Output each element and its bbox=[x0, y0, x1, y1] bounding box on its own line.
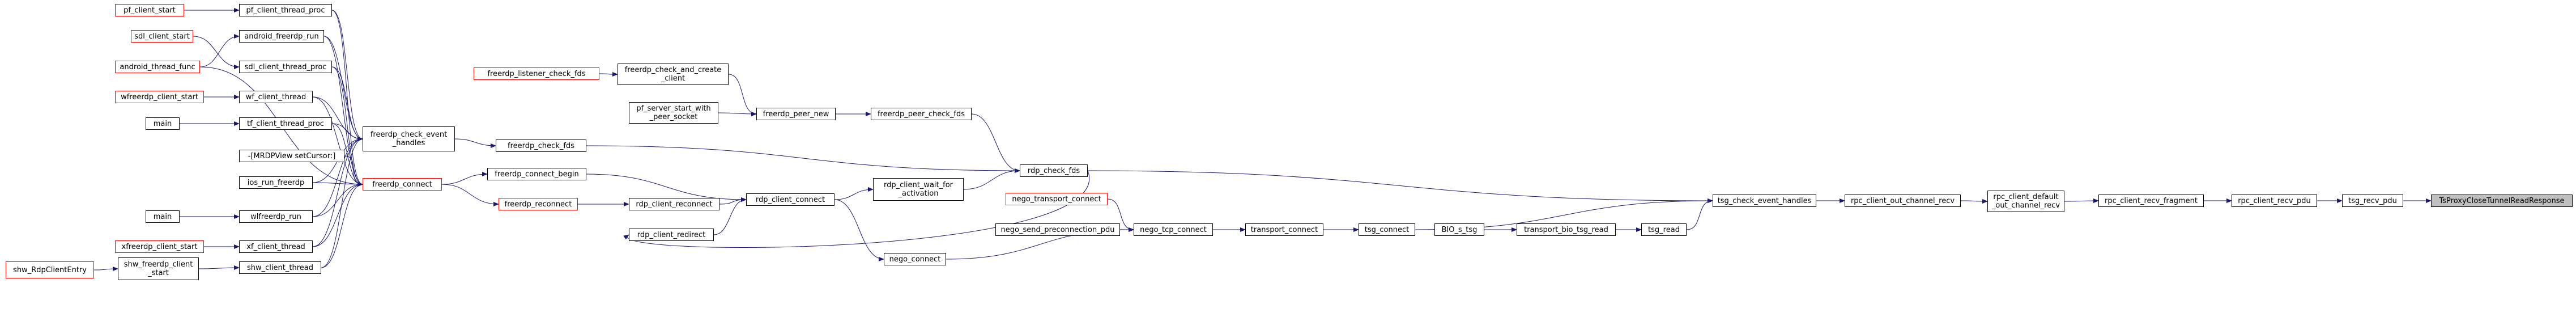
node-sdl-client-thread-proc[interactable]: sdl_client_thread_proc bbox=[239, 61, 332, 73]
node-rdp-client-reconnect[interactable]: rdp_client_reconnect bbox=[629, 198, 719, 210]
edge-android-thread-func-to-android-freerdp-run bbox=[199, 34, 240, 67]
edge-shw-rdpcliententry-to-shw-freerdp-client-start bbox=[93, 267, 118, 272]
edge-rdp-client-wait-for-activation-to-rdp-check-fds bbox=[963, 168, 1020, 190]
node-wlfreerdp-run[interactable]: wlfreerdp_run bbox=[239, 210, 313, 223]
node-freerdp-reconnect[interactable]: freerdp_reconnect bbox=[499, 198, 578, 210]
node-main-1[interactable]: main bbox=[146, 117, 180, 130]
node-tsg-recv-pdu[interactable]: tsg_recv_pdu bbox=[2342, 195, 2403, 207]
edge-freerdp-connect-begin-to-rdp-client-connect bbox=[586, 174, 747, 202]
node-freerdp-peer-new[interactable]: freerdp_peer_new bbox=[756, 108, 836, 120]
node-nego-send-preconnection-pdu[interactable]: nego_send_preconnection_pdu bbox=[995, 223, 1120, 236]
node-tsproxyclosetunnelreadresponse: TsProxyCloseTunnelReadResponse bbox=[2431, 195, 2573, 207]
edge-sdl-client-thread-proc-to-freerdp-connect bbox=[331, 66, 363, 187]
edge-freerdp-connect-to-freerdp-reconnect bbox=[441, 184, 499, 206]
node-main-2[interactable]: main bbox=[146, 210, 180, 223]
node-nego-tcp-connect[interactable]: nego_tcp_connect bbox=[1134, 223, 1213, 236]
edge-sdl-client-start-to-sdl-client-thread-proc bbox=[193, 36, 240, 69]
edge-freerdp-check-event-handles-to-freerdp-check-fds bbox=[454, 138, 496, 148]
edge-shw-freerdp-client-start-to-shw-client-thread bbox=[198, 265, 240, 270]
edge-rdp-client-connect-to-nego-connect bbox=[834, 199, 884, 261]
edge-xf-client-thread-to-freerdp-connect bbox=[312, 182, 363, 247]
edge-tf-client-thread-proc-to-freerdp-connect bbox=[331, 123, 363, 187]
node-pf-client-thread-proc[interactable]: pf_client_thread_proc bbox=[239, 4, 332, 16]
node-freerdp-connect[interactable]: freerdp_connect bbox=[363, 178, 442, 191]
node-wfreerdp-client-start[interactable]: wfreerdp_client_start bbox=[115, 91, 204, 103]
node-rdp-client-connect[interactable]: rdp_client_connect bbox=[746, 193, 834, 206]
node-pf-server-start-with-peer-socket[interactable]: pf_server_start_with _peer_socket bbox=[629, 102, 718, 124]
node-nego-connect[interactable]: nego_connect bbox=[884, 253, 946, 265]
edge-sdl-client-thread-proc-to-freerdp-check-event-handles bbox=[331, 66, 363, 141]
node-android-freerdp-run[interactable]: android_freerdp_run bbox=[239, 30, 324, 43]
node-rdp-client-redirect[interactable]: rdp_client_redirect bbox=[629, 229, 714, 241]
node-nego-transport-connect[interactable]: nego_transport_connect bbox=[1006, 193, 1108, 205]
node-mrdp-setcursor[interactable]: -[MRDPView setCursor:] bbox=[239, 150, 344, 162]
node-tf-client-thread-proc[interactable]: tf_client_thread_proc bbox=[239, 117, 332, 130]
node-rdp-check-fds[interactable]: rdp_check_fds bbox=[1020, 164, 1088, 177]
edge-pf-client-thread-proc-to-freerdp-connect bbox=[331, 10, 363, 187]
node-sdl-client-start[interactable]: sdl_client_start bbox=[131, 30, 193, 43]
node-shw-freerdp-client-start[interactable]: shw_freerdp_client _start bbox=[118, 257, 199, 280]
edge-tsg-read-to-tsg-check-event-handles bbox=[1686, 198, 1713, 230]
edge-xf-client-thread-to-freerdp-check-event-handles bbox=[312, 137, 363, 247]
node-freerdp-check-fds[interactable]: freerdp_check_fds bbox=[496, 140, 586, 152]
node-freerdp-check-event-handles[interactable]: freerdp_check_event _handles bbox=[363, 126, 455, 151]
edge-wlfreerdp-run-to-freerdp-check-event-handles bbox=[312, 137, 363, 217]
node-android-thread-func[interactable]: android_thread_func bbox=[115, 61, 200, 73]
edge-freerdp-check-fds-to-rdp-check-fds bbox=[586, 145, 1020, 173]
node-freerdp-peer-check-fds[interactable]: freerdp_peer_check_fds bbox=[871, 108, 972, 120]
node-tsg-check-event-handles[interactable]: tsg_check_event_handles bbox=[1713, 195, 1816, 207]
edge-pf-server-start-with-peer-socket-to-freerdp-peer-new bbox=[718, 111, 757, 116]
edge-freerdp-connect-to-freerdp-connect-begin bbox=[441, 172, 488, 185]
node-freerdp-listener-check-fds[interactable]: freerdp_listener_check_fds bbox=[474, 67, 599, 80]
node-tsg-read[interactable]: tsg_read bbox=[1641, 223, 1687, 236]
node-shw-client-thread[interactable]: shw_client_thread bbox=[239, 261, 321, 274]
edge-wf-client-thread-to-freerdp-connect bbox=[312, 96, 363, 187]
node-freerdp-check-and-create-client[interactable]: freerdp_check_and_create _client bbox=[618, 64, 729, 85]
node-rpc-client-default-out-channel-recv[interactable]: rpc_client_default _out_channel_recv bbox=[1987, 191, 2064, 212]
edge-ios-run-freerdp-to-freerdp-connect bbox=[312, 181, 363, 187]
edge-shw-client-thread-to-freerdp-connect bbox=[321, 182, 363, 268]
node-rpc-client-recv-fragment[interactable]: rpc_client_recv_fragment bbox=[2098, 195, 2204, 207]
node-tsg-connect[interactable]: tsg_connect bbox=[1359, 223, 1415, 236]
node-rpc-client-recv-pdu[interactable]: rpc_client_recv_pdu bbox=[2232, 195, 2317, 207]
edge-wlfreerdp-run-to-freerdp-connect bbox=[312, 182, 363, 217]
edge-rdp-client-redirect-to-rdp-client-connect bbox=[713, 197, 747, 235]
node-ios-run-freerdp[interactable]: ios_run_freerdp bbox=[239, 176, 313, 189]
node-shw-rdpcliententry[interactable]: shw_RdpClientEntry bbox=[6, 261, 94, 278]
edge-freerdp-check-and-create-client-to-freerdp-peer-new bbox=[728, 74, 757, 116]
edge-rdp-client-connect-to-rdp-client-wait-for-activation bbox=[834, 187, 874, 200]
node-pf-client-start[interactable]: pf_client_start bbox=[115, 4, 184, 16]
edge-shw-client-thread-to-freerdp-check-event-handles bbox=[321, 137, 363, 268]
node-transport-bio-tsg-read[interactable]: transport_bio_tsg_read bbox=[1517, 223, 1616, 236]
node-xfreerdp-client-start[interactable]: xfreerdp_client_start bbox=[115, 240, 204, 253]
node-transport-connect[interactable]: transport_connect bbox=[1245, 223, 1323, 236]
node-wf-client-thread[interactable]: wf_client_thread bbox=[239, 91, 313, 103]
node-xf-client-thread[interactable]: xf_client_thread bbox=[239, 240, 313, 253]
node-rdp-client-wait-for-activation[interactable]: rdp_client_wait_for _activation bbox=[873, 178, 964, 201]
edge-rdp-check-fds-to-tsg-check-event-handles bbox=[1087, 170, 1713, 203]
edge-pf-client-thread-proc-to-freerdp-check-event-handles bbox=[331, 10, 363, 141]
node-rpc-client-out-channel-recv[interactable]: rpc_client_out_channel_recv bbox=[1845, 195, 1961, 207]
node-freerdp-connect-begin[interactable]: freerdp_connect_begin bbox=[487, 168, 586, 180]
node-bio-s-tsg[interactable]: BIO_s_tsg bbox=[1434, 223, 1484, 236]
edge-freerdp-peer-check-fds-to-rdp-check-fds bbox=[971, 113, 1020, 173]
